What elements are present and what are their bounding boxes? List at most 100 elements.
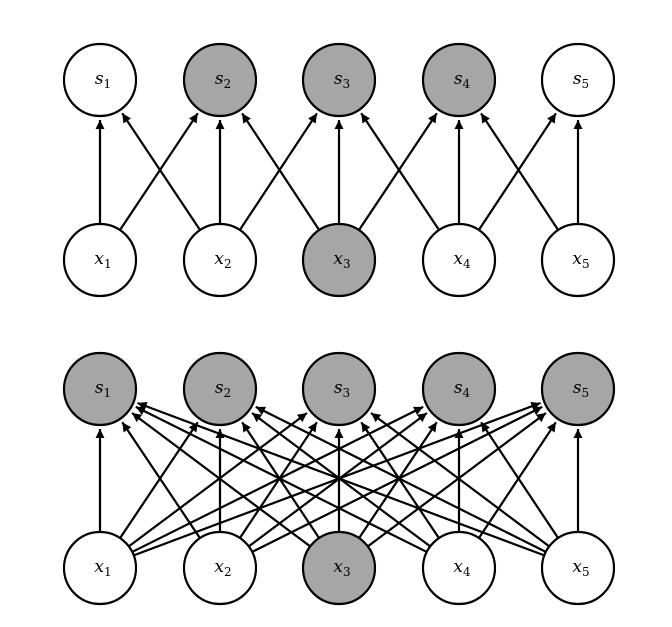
- output-node-circle: [540, 42, 616, 118]
- output-node-label: s4: [454, 69, 471, 91]
- output-node-s2: s2: [182, 351, 258, 427]
- edge-x2-to-s3: [239, 421, 318, 539]
- node-subscript: 2: [224, 257, 232, 271]
- input-node-label: x4: [453, 249, 471, 271]
- node-subscript: 1: [104, 257, 112, 271]
- edge-x1-to-s2: [119, 421, 199, 539]
- output-node-s5: s5: [540, 42, 616, 118]
- input-node-x4: x4: [421, 222, 497, 298]
- output-node-circle: [421, 42, 497, 118]
- node-subscript: 4: [463, 386, 471, 400]
- edge-x2-to-s1: [121, 112, 201, 231]
- node-variable: x: [214, 557, 224, 577]
- input-node-circle: [301, 530, 377, 606]
- output-node-s5: s5: [540, 351, 616, 427]
- output-node-circle: [540, 351, 616, 427]
- input-node-x1: x1: [62, 530, 138, 606]
- edge-x1-to-s3: [128, 412, 308, 548]
- edges: [95, 401, 583, 557]
- edge-x2-to-s3: [238, 112, 318, 231]
- output-node-circle: [182, 42, 258, 118]
- edge-x4-to-s5: [478, 421, 557, 539]
- input-node-x5: x5: [540, 530, 616, 606]
- input-node-label: x4: [453, 557, 471, 579]
- input-node-label: x1: [94, 557, 111, 579]
- edge-x4-to-s3: [360, 112, 440, 231]
- node-subscript: 4: [463, 565, 471, 579]
- node-variable: x: [453, 557, 463, 577]
- input-node-label: x3: [333, 249, 350, 271]
- node-variable: s: [95, 378, 104, 398]
- node-subscript: 4: [463, 77, 471, 91]
- node-subscript: 1: [104, 386, 112, 400]
- output-node-s1: s1: [62, 351, 138, 427]
- node-variable: x: [94, 557, 104, 577]
- input-node-label: x2: [214, 249, 231, 271]
- input-node-circle: [62, 530, 138, 606]
- node-variable: s: [454, 69, 463, 89]
- node-variable: s: [334, 69, 343, 89]
- node-subscript: 5: [582, 77, 590, 91]
- output-node-s1: s1: [62, 42, 138, 118]
- node-subscript: 3: [343, 386, 351, 400]
- edge-x5-to-s3: [370, 412, 550, 548]
- input-node-circle: [62, 222, 138, 298]
- node-subscript: 3: [343, 77, 351, 91]
- node-variable: x: [333, 249, 343, 269]
- output-node-circle: [421, 351, 497, 427]
- node-variable: s: [215, 378, 224, 398]
- node-subscript: 2: [224, 77, 232, 91]
- input-node-circle: [182, 530, 258, 606]
- output-node-label: s5: [573, 69, 589, 91]
- node-variable: s: [334, 378, 343, 398]
- node-variable: x: [214, 249, 224, 269]
- edge-x2-to-s1: [121, 421, 201, 539]
- input-node-label: x2: [214, 557, 231, 579]
- output-node-circle: [62, 42, 138, 118]
- input-node-circle: [421, 530, 497, 606]
- output-node-label: s2: [215, 69, 231, 91]
- edge-x4-to-s5: [477, 112, 557, 231]
- input-node-circle: [540, 530, 616, 606]
- input-node-x5: x5: [540, 222, 616, 298]
- node-variable: s: [573, 69, 582, 89]
- node-variable: s: [573, 378, 582, 398]
- output-node-s3: s3: [301, 351, 377, 427]
- output-node-circle: [301, 42, 377, 118]
- output-node-label: s2: [215, 378, 231, 400]
- input-node-x1: x1: [62, 222, 138, 298]
- node-subscript: 3: [343, 565, 351, 579]
- node-variable: s: [215, 69, 224, 89]
- node-variable: s: [95, 69, 104, 89]
- input-node-label: x1: [94, 249, 111, 271]
- output-node-label: s3: [334, 378, 350, 400]
- edge-x5-to-s4: [480, 421, 559, 539]
- edge-x3-to-s4: [358, 112, 438, 231]
- input-node-circle: [421, 222, 497, 298]
- node-subscript: 4: [463, 257, 471, 271]
- input-node-label: x5: [572, 249, 589, 271]
- edge-x3-to-s1: [131, 412, 311, 548]
- output-node-circle: [62, 351, 138, 427]
- input-node-circle: [182, 222, 258, 298]
- node-subscript: 5: [582, 257, 590, 271]
- node-variable: s: [454, 378, 463, 398]
- input-node-x3: x3: [301, 222, 377, 298]
- node-subscript: 2: [224, 565, 232, 579]
- node-subscript: 5: [582, 565, 590, 579]
- edge-x5-to-s4: [480, 112, 560, 231]
- node-variable: x: [94, 249, 104, 269]
- edge-x5-to-s1: [137, 401, 545, 557]
- edge-x3-to-s4: [358, 421, 438, 539]
- output-node-circle: [301, 351, 377, 427]
- edges: [95, 112, 583, 231]
- node-subscript: 1: [104, 77, 112, 91]
- output-node-label: s1: [95, 378, 111, 400]
- output-node-label: s4: [454, 378, 471, 400]
- input-node-x3: x3: [301, 530, 377, 606]
- node-subscript: 3: [343, 257, 351, 271]
